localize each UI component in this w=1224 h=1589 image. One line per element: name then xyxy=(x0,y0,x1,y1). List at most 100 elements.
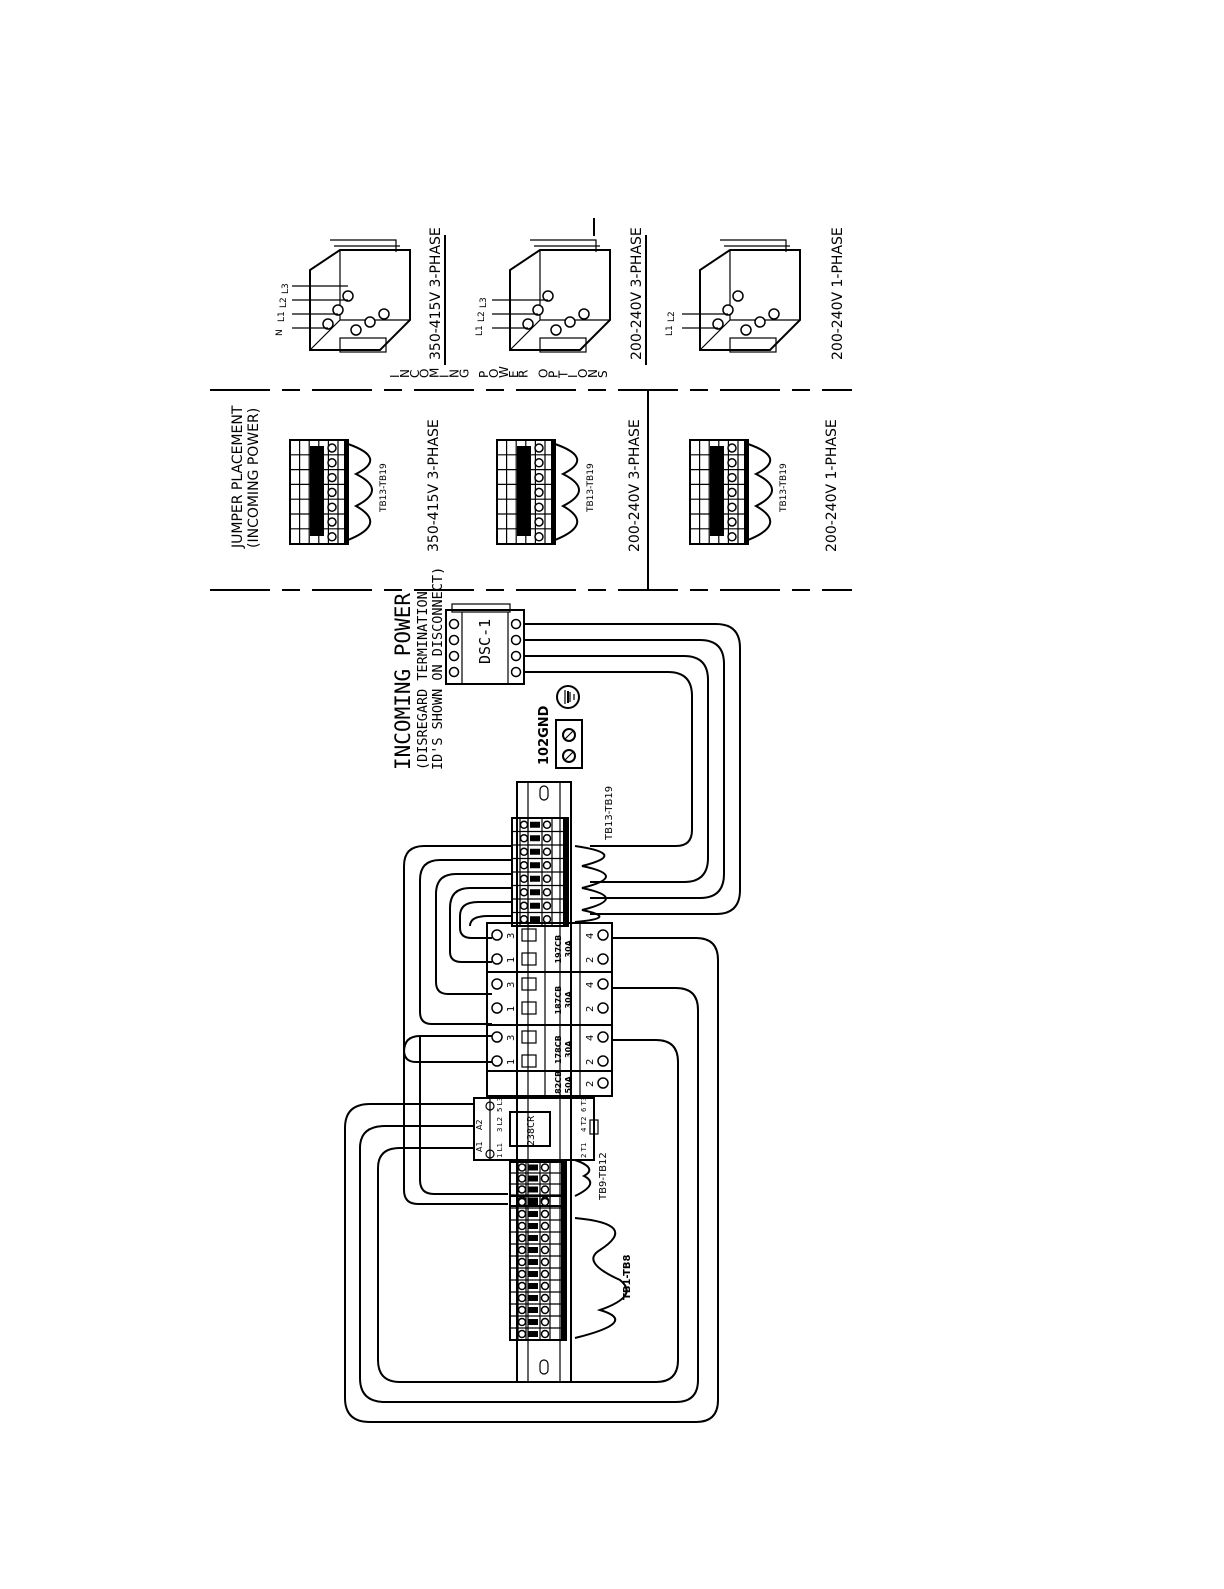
breaker-load-number: 4 xyxy=(585,982,596,988)
breaker-amps: 30A xyxy=(564,939,573,957)
breaker-line-number: 3 xyxy=(506,1035,517,1041)
terminal-jumper xyxy=(530,916,540,923)
terminal-screw xyxy=(517,1163,527,1172)
disconnect-lead-label: L2 xyxy=(477,311,487,322)
contactor-t1: 1 L1 xyxy=(496,1143,504,1158)
breaker-load-terminal xyxy=(597,953,609,965)
disconnect-rail xyxy=(720,239,790,252)
jumper-terminal-screw xyxy=(327,487,337,498)
terminal-screw xyxy=(540,1305,550,1315)
disconnect-line-terminal xyxy=(448,650,460,662)
disconnect-terminal xyxy=(550,324,562,336)
jumper-terminal-screw xyxy=(727,487,737,498)
disconnect-load-terminal xyxy=(510,650,522,662)
contactor-t2: 3 L2 xyxy=(496,1117,504,1132)
disconnect-label: DSC-1 xyxy=(476,619,494,664)
breaker-load-terminal xyxy=(597,1031,609,1043)
disconnect-terminal xyxy=(522,318,534,330)
jumper-bar xyxy=(710,446,724,536)
breaker-load-terminal xyxy=(597,1002,609,1014)
disconnect-body xyxy=(309,249,411,351)
terminal-jumper xyxy=(528,1211,538,1217)
disconnect-terminal xyxy=(768,308,780,320)
main-title: INCOMING POWER xyxy=(391,593,415,770)
jumper-terminal-screw xyxy=(727,472,737,483)
terminal-screw xyxy=(517,1281,527,1291)
jumper-title-line2: (INCOMING POWER) xyxy=(246,408,262,548)
option-voltage-label-lower: 350-415V 3-PHASE xyxy=(428,227,444,360)
breaker-id: 197CB xyxy=(554,935,563,964)
side-title-letter: O xyxy=(537,369,551,378)
jumper-terminal-screw xyxy=(727,502,737,512)
breaker-load-number: 2 xyxy=(585,957,596,963)
jumper-terminal-screw xyxy=(327,517,337,527)
contactor-a2: A2 xyxy=(475,1119,484,1130)
disconnect-terminal xyxy=(578,308,590,320)
jumper-terminal-screw xyxy=(534,472,544,483)
breaker-amps: 30A xyxy=(564,1040,573,1058)
side-title-letter: O xyxy=(418,369,432,378)
ground-lug: 102GND xyxy=(537,705,583,769)
terminal-screw xyxy=(517,1185,527,1194)
disconnect-lead-label: L2 xyxy=(667,311,677,322)
terminal-screw xyxy=(540,1281,550,1291)
contactor-label: 238CR xyxy=(526,1115,537,1146)
side-title-letter: I xyxy=(438,374,452,378)
breaker-line-terminal xyxy=(491,1002,503,1014)
disconnect-dsc1: DSC-1 xyxy=(445,603,525,685)
option-voltage-label-jumper: 200-240V 1-PHASE xyxy=(824,419,840,552)
breaker-load-number: 2 xyxy=(585,1059,596,1065)
breaker-line-terminal xyxy=(491,929,503,941)
terminal-screw xyxy=(517,1197,527,1207)
terminal-jumper xyxy=(530,902,540,909)
disconnect-body xyxy=(699,249,801,351)
disconnect-lead-label: N xyxy=(275,329,285,336)
breaker-line-number: 1 xyxy=(506,1006,517,1012)
breaker-line-number: 3 xyxy=(506,933,517,939)
disconnect-lead-label: L3 xyxy=(479,297,489,308)
note-line1: (DISREGARD TERMINATION xyxy=(415,591,431,770)
terminal-block-tb1-tb8 xyxy=(509,1195,567,1341)
terminal-jumper xyxy=(528,1295,538,1301)
terminal-jumper xyxy=(528,1247,538,1253)
terminal-screw xyxy=(540,1209,550,1219)
breaker-load-terminal xyxy=(597,978,609,990)
breaker-load-number: 2 xyxy=(585,1081,596,1087)
breaker-toggle xyxy=(521,928,537,942)
side-title-letter: P xyxy=(546,371,560,378)
breaker-line-number: 1 xyxy=(506,957,517,963)
terminal-screw xyxy=(542,915,552,924)
disconnect-terminal xyxy=(712,318,724,330)
disconnect-terminal xyxy=(754,316,766,328)
side-title-letter: C xyxy=(408,370,422,378)
terminal-jumper xyxy=(528,1259,538,1265)
terminal-jumper xyxy=(528,1331,538,1337)
breaker-id: 178CB xyxy=(554,1035,563,1064)
terminal-screw xyxy=(519,847,529,856)
disconnect-foot xyxy=(729,337,777,353)
breaker-amps: 30A xyxy=(564,990,573,1008)
terminal-block-tb13-tb19 xyxy=(511,817,569,927)
disconnect-terminal xyxy=(332,304,344,316)
jumper-block-edge xyxy=(344,440,349,544)
terminal-screw xyxy=(540,1185,550,1194)
jumper-terminal-screw xyxy=(727,443,737,453)
terminal-screw xyxy=(542,847,552,856)
terminal-block-edge xyxy=(561,1162,566,1206)
breaker-toggle xyxy=(521,1030,537,1044)
terminal-jumper xyxy=(528,1319,538,1325)
jumper-bar xyxy=(310,446,324,536)
terminal-screw xyxy=(519,888,529,897)
terminal-jumper xyxy=(528,1164,538,1171)
jumper-terminal-screw xyxy=(534,517,544,527)
main-diagram: INCOMING POWER (DISREGARD TERMINATION ID… xyxy=(344,567,741,1423)
wiring xyxy=(344,623,741,1423)
side-title-letter: I xyxy=(566,374,580,378)
terminal-screw xyxy=(542,888,552,897)
